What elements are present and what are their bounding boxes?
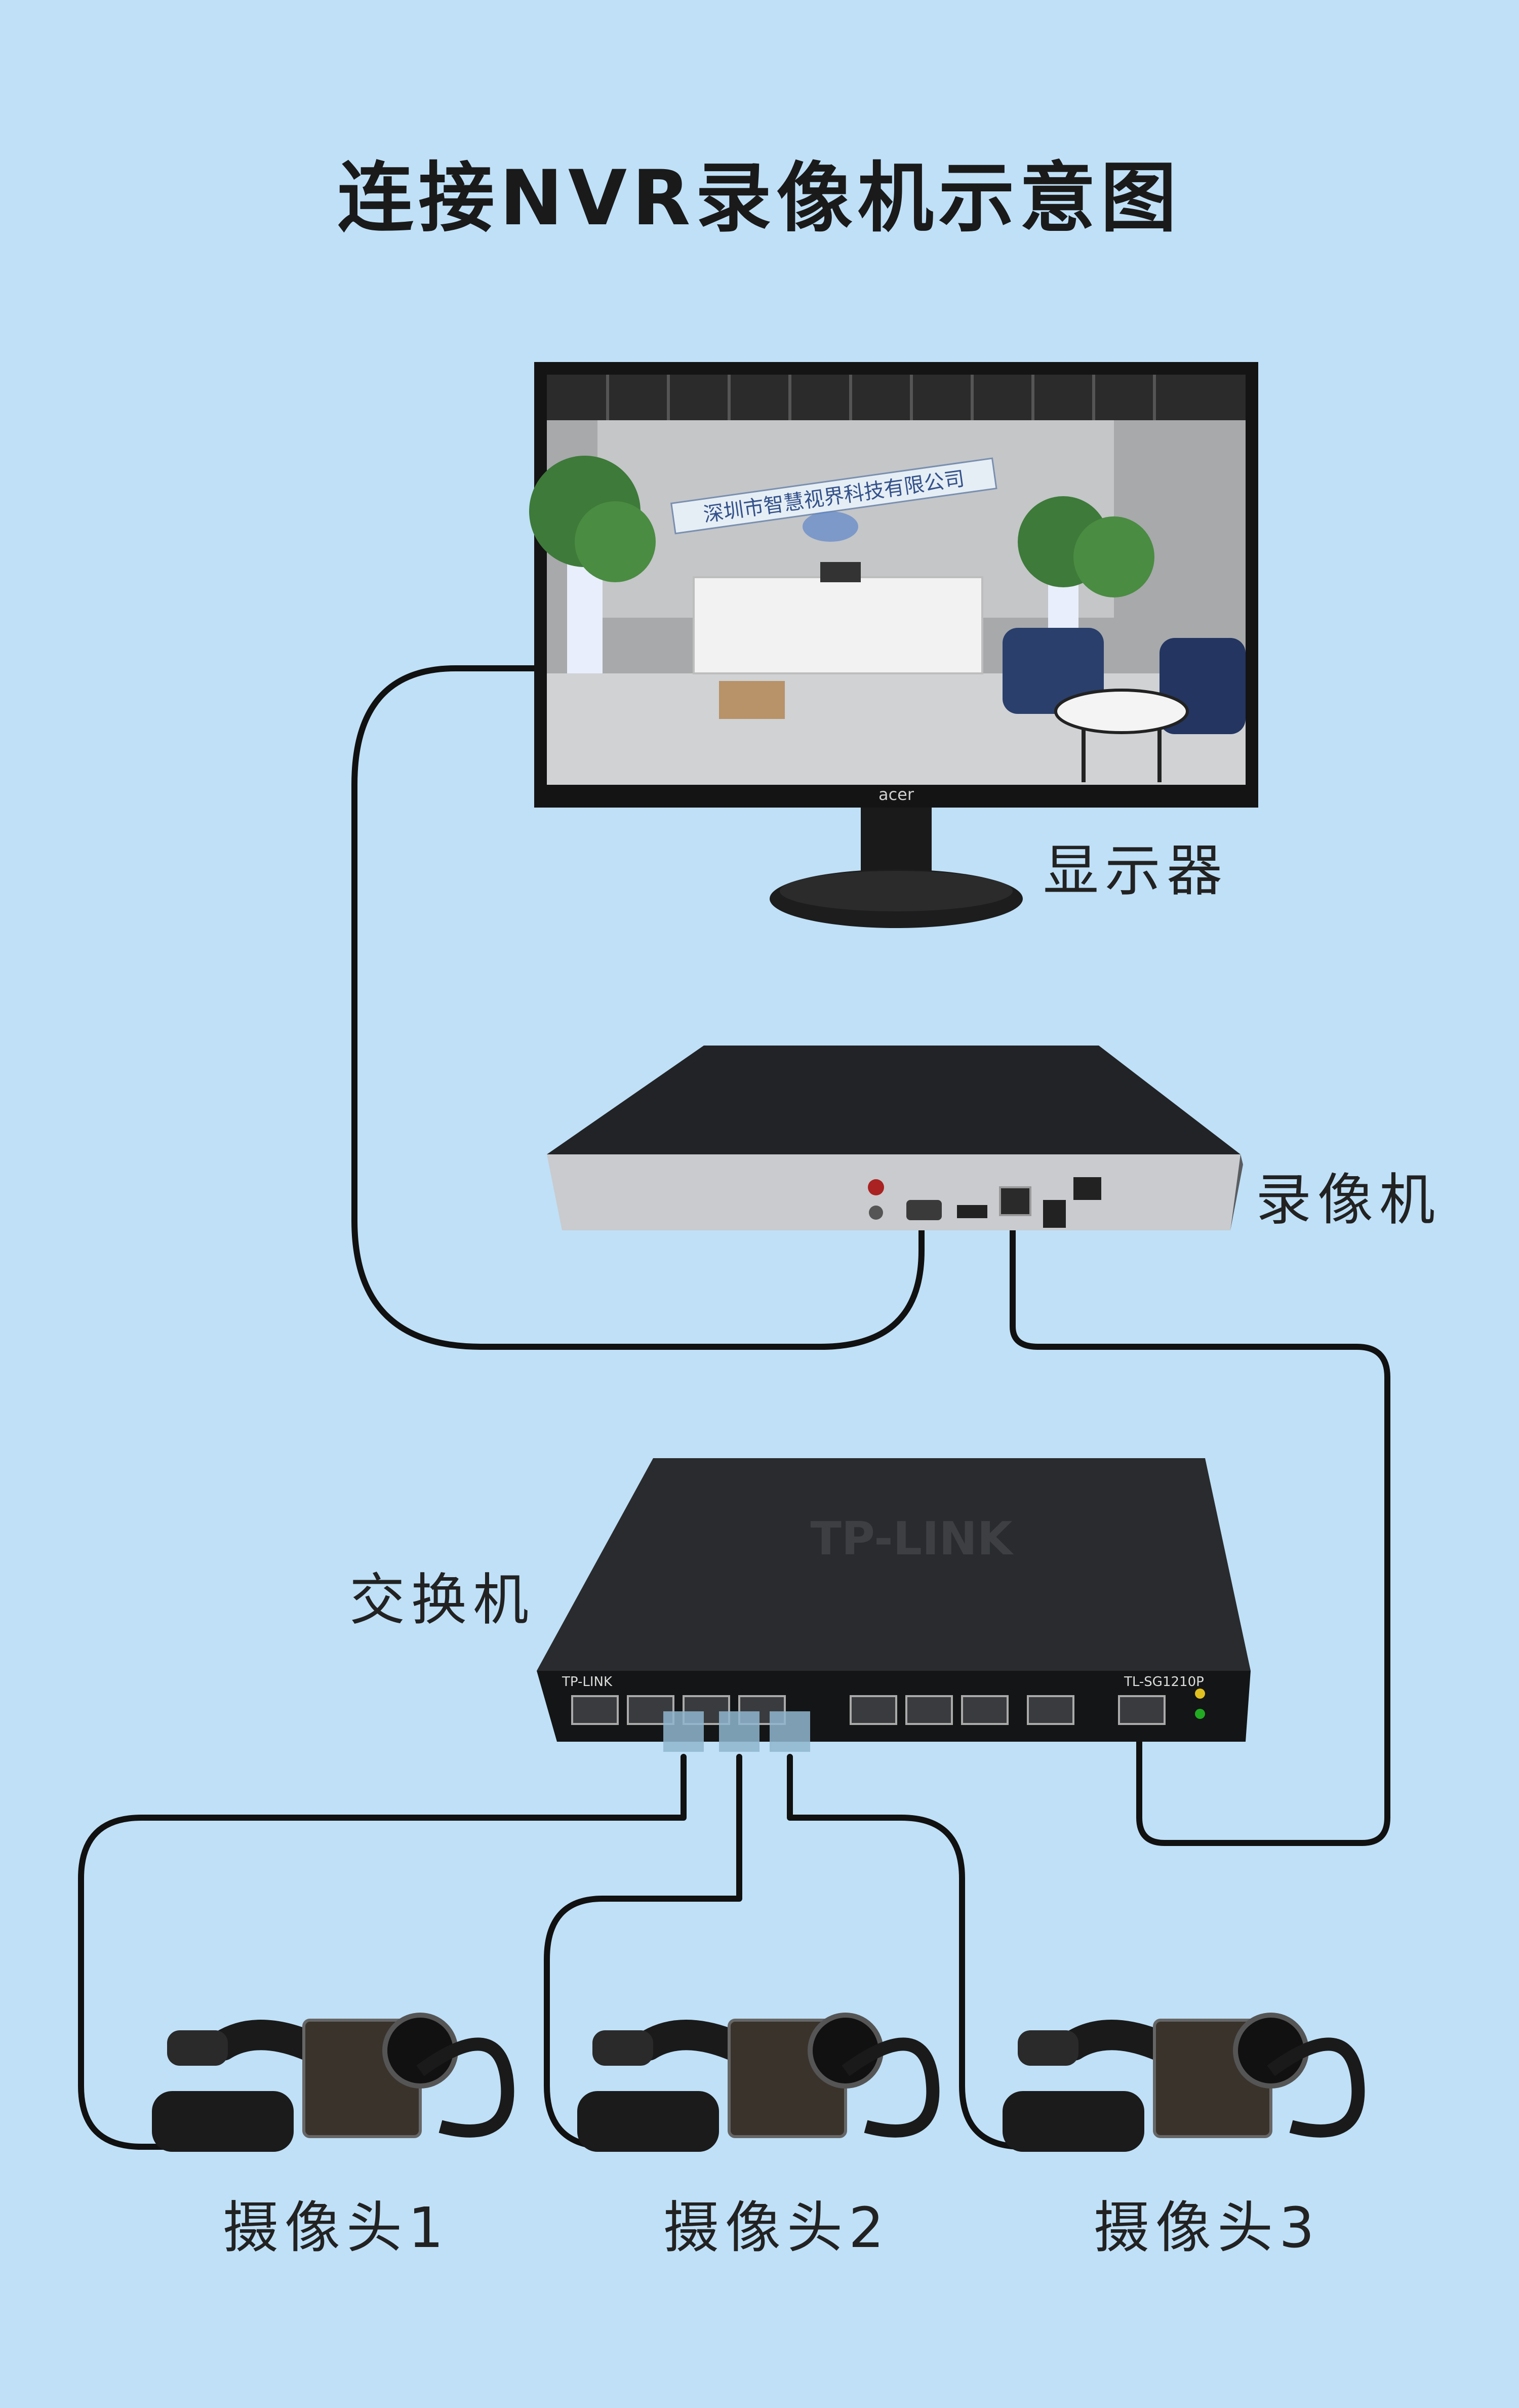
switch-port-5: [851, 1696, 896, 1724]
switch-port-uplink: [1119, 1696, 1165, 1724]
label-nvr: 录像机: [1256, 1154, 1441, 1235]
monitor-brand: acer: [878, 785, 914, 804]
label-camera-3: 摄像头3: [1094, 2182, 1321, 2263]
switch-port-7: [962, 1696, 1008, 1724]
camera-2: [577, 2015, 933, 2152]
label-switch: 交换机: [349, 1554, 535, 1635]
label-monitor: 显示器: [1043, 825, 1228, 906]
nvr-vga-port: [906, 1200, 942, 1220]
switch-model: TL-SG1210P: [1124, 1674, 1204, 1690]
camera-1: [152, 2015, 507, 2152]
round-table: [1056, 690, 1187, 733]
poe-switch: TP-LINK TP-LINK TL-SG1210P: [537, 1458, 1251, 1752]
nvr-hdmi-port: [957, 1205, 987, 1218]
reception-desk: [694, 577, 982, 673]
switch-port-1: [572, 1696, 618, 1724]
camera-3: [1003, 2015, 1358, 2152]
label-camera-2: 摄像头2: [663, 2182, 890, 2263]
nvr-lan-port: [1000, 1187, 1030, 1215]
nvr-front: [547, 1154, 1241, 1230]
switch-top-logo: TP-LINK: [810, 1512, 1014, 1566]
switch-brand: TP-LINK: [562, 1674, 613, 1690]
switch-port-8: [1028, 1696, 1073, 1724]
switch-port-6: [906, 1696, 952, 1724]
nvr-recorder: [547, 1046, 1243, 1230]
label-camera-1: 摄像头1: [223, 2182, 450, 2263]
nvr-top: [547, 1046, 1241, 1154]
